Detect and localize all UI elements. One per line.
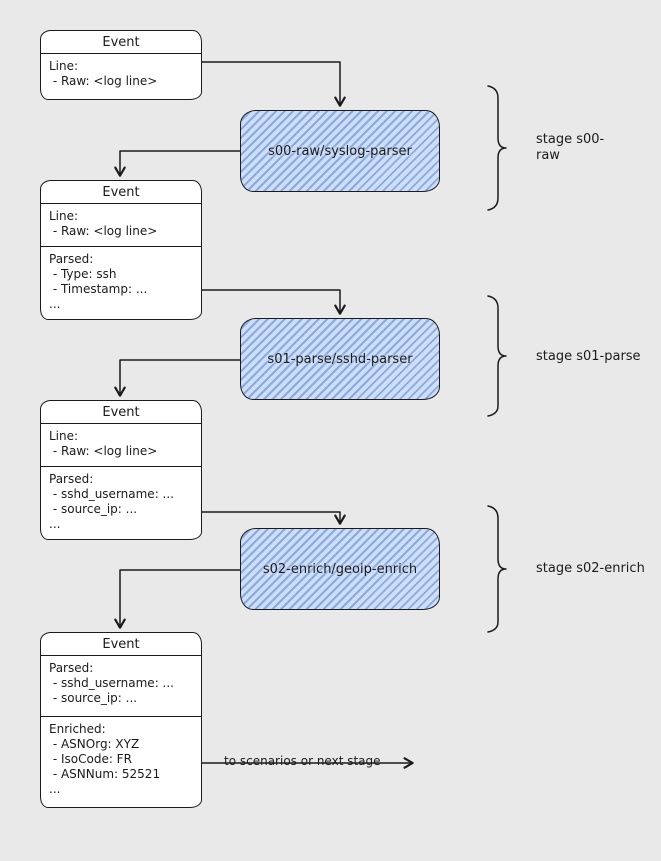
event-field: - sshd_username: ... [49, 487, 174, 501]
event-field: Line: [49, 209, 79, 223]
parser-node: s02-enrich/geoip-enrich [240, 528, 440, 610]
event-field: Line: [49, 59, 79, 73]
event-title: Event [41, 401, 201, 424]
event-title: Event [41, 31, 201, 54]
event-section: Parsed: - Type: ssh - Timestamp: ... ... [41, 246, 201, 319]
arrow-parser1-to-event2 [114, 150, 241, 177]
event-field: - ASNNum: 52521 [49, 767, 161, 781]
event-section: Parsed: - sshd_username: ... - source_ip… [41, 656, 201, 716]
arrow-event3-to-parser3 [201, 511, 346, 525]
event-section: Line: - Raw: <log line> [41, 54, 201, 99]
stage-label: stage s02-enrich [536, 561, 645, 576]
event-card: Event Line: - Raw: <log line> [40, 30, 202, 100]
event-field: ... [49, 517, 61, 531]
event-section: Parsed: - sshd_username: ... - source_ip… [41, 466, 201, 539]
event-field: ... [49, 297, 61, 311]
event-section: Line: - Raw: <log line> [41, 424, 201, 466]
arrow-parser2-to-event3 [114, 359, 241, 397]
event-title: Event [41, 633, 201, 656]
event-field: - source_ip: ... [49, 691, 138, 705]
parser-node: s01-parse/sshd-parser [240, 318, 440, 400]
parser-label: s00-raw/syslog-parser [268, 143, 412, 159]
event-field: Enriched: [49, 722, 106, 736]
event-field: ... [49, 782, 61, 796]
event-field: Parsed: [49, 252, 94, 266]
event-field: Parsed: [49, 661, 94, 675]
event-field: - ASNOrg: XYZ [49, 737, 140, 751]
parser-node: s00-raw/syslog-parser [240, 110, 440, 192]
stage-brace-s01 [487, 295, 507, 417]
event-field: - Raw: <log line> [49, 444, 158, 458]
event-section: Line: - Raw: <log line> [41, 204, 201, 246]
stage-label: stage s00-raw [536, 132, 605, 163]
arrow-event2-to-parser2 [201, 289, 346, 315]
event-field: Line: [49, 429, 79, 443]
event-section: Enriched: - ASNOrg: XYZ - IsoCode: FR - … [41, 716, 201, 807]
arrow-event1-to-parser1 [201, 61, 346, 107]
parser-label: s02-enrich/geoip-enrich [262, 561, 418, 577]
event-field: - Raw: <log line> [49, 224, 158, 238]
event-field: - IsoCode: FR [49, 752, 132, 766]
parser-label: s01-parse/sshd-parser [267, 351, 413, 367]
event-field: - Type: ssh [49, 267, 117, 281]
arrow-parser3-to-event4 [114, 569, 241, 629]
stage-brace-s02 [487, 505, 507, 633]
event-field: - Timestamp: ... [49, 282, 148, 296]
event-card: Event Line: - Raw: <log line> Parsed: - … [40, 180, 202, 320]
output-label: to scenarios or next stage [224, 754, 381, 768]
event-field: - source_ip: ... [49, 502, 138, 516]
stage-label: stage s01-parse [536, 349, 641, 364]
event-field: Parsed: [49, 472, 94, 486]
event-title: Event [41, 181, 201, 204]
event-field: - Raw: <log line> [49, 74, 158, 88]
event-card: Event Line: - Raw: <log line> Parsed: - … [40, 400, 202, 540]
stage-brace-s00 [487, 85, 507, 211]
event-field: - sshd_username: ... [49, 676, 174, 690]
event-card: Event Parsed: - sshd_username: ... - sou… [40, 632, 202, 808]
